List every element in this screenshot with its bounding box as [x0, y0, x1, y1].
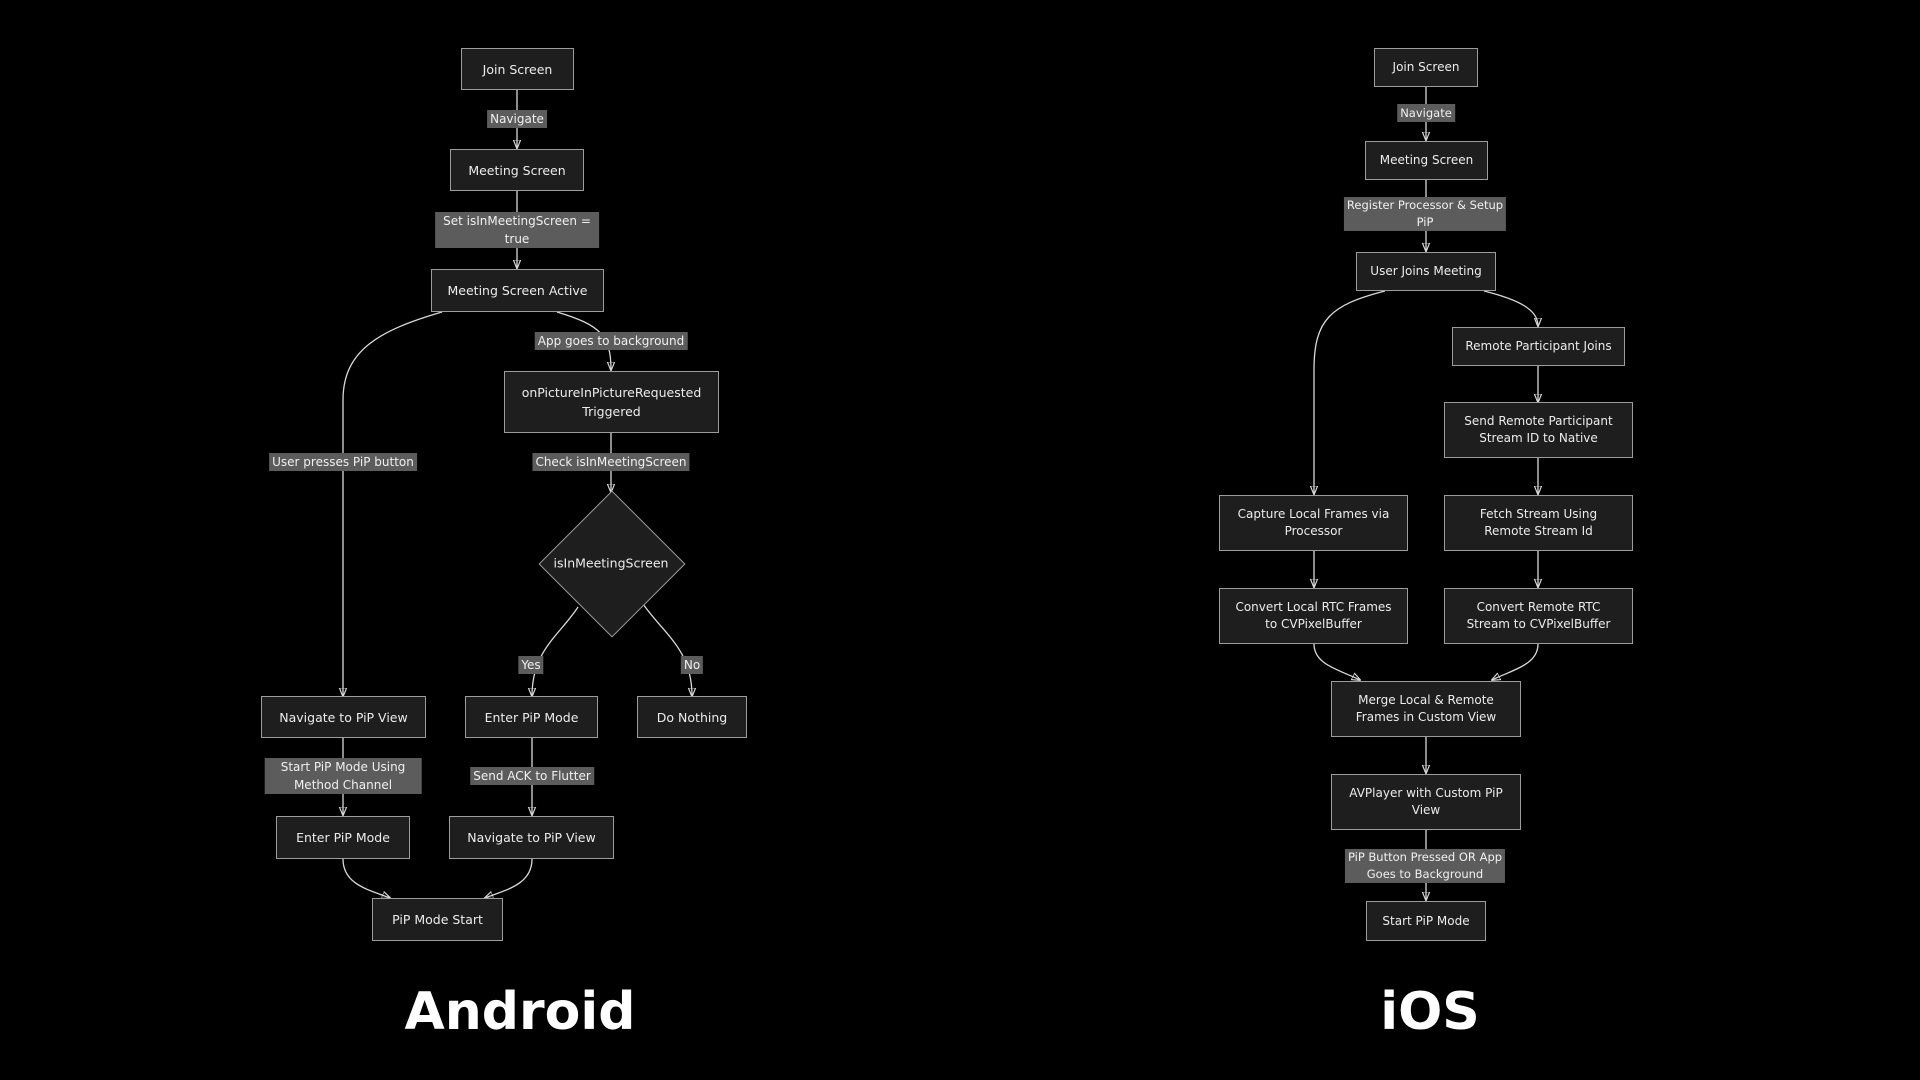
android-edge-label-set-flag: Set isInMeetingScreen = true	[435, 212, 599, 248]
edge-navmid-start	[485, 858, 533, 898]
android-edge-label-navigate: Navigate	[487, 110, 547, 128]
android-edge-label-send-ack: Send ACK to Flutter	[470, 767, 594, 785]
ios-node-meeting-screen[interactable]: Meeting Screen	[1365, 141, 1488, 180]
android-edge-label-no: No	[680, 656, 704, 674]
ios-node-convert-local[interactable]: Convert Local RTC Frames to CVPixelBuffe…	[1219, 588, 1408, 644]
android-node-do-nothing[interactable]: Do Nothing	[637, 696, 747, 738]
android-decision-label: isInMeetingScreen	[553, 555, 669, 571]
ios-edge-user-capture	[1314, 290, 1386, 494]
ios-edge-label-pip-pressed: PiP Button Pressed OR App Goes to Backgr…	[1344, 849, 1506, 883]
ios-node-capture-local[interactable]: Capture Local Frames via Processor	[1219, 495, 1408, 551]
android-edge-label-background: App goes to background	[534, 332, 688, 350]
ios-edge-user-remote	[1483, 290, 1538, 326]
ios-edge-label-navigate: Navigate	[1397, 104, 1455, 122]
ios-edge-label-register: Register Processor & Setup PiP	[1343, 197, 1507, 231]
ios-node-join-screen[interactable]: Join Screen	[1374, 48, 1478, 87]
android-section-title: Android	[404, 982, 636, 1042]
ios-node-send-remote[interactable]: Send Remote Participant Stream ID to Nat…	[1444, 402, 1633, 458]
android-node-enter-pip-mid[interactable]: Enter PiP Mode	[465, 696, 598, 738]
android-node-enter-pip-left[interactable]: Enter PiP Mode	[276, 816, 410, 859]
android-node-pip-start[interactable]: PiP Mode Start	[372, 898, 503, 941]
edge-enterleft-start	[342, 858, 390, 898]
ios-node-start-pip[interactable]: Start PiP Mode	[1366, 901, 1486, 941]
ios-edge-convertr-merge	[1492, 643, 1539, 680]
ios-node-remote-joins[interactable]: Remote Participant Joins	[1452, 327, 1625, 366]
android-node-join-screen[interactable]: Join Screen	[461, 48, 574, 90]
android-node-navigate-pip-mid[interactable]: Navigate to PiP View	[449, 816, 614, 859]
ios-section-title: iOS	[1380, 982, 1480, 1042]
ios-node-avplayer[interactable]: AVPlayer with Custom PiP View	[1331, 774, 1521, 830]
ios-edge-convertl-merge	[1313, 643, 1360, 680]
edge-decision-no	[642, 603, 692, 696]
android-edge-label-yes: Yes	[518, 656, 544, 674]
android-node-meeting-screen[interactable]: Meeting Screen	[450, 149, 584, 191]
ios-node-convert-remote[interactable]: Convert Remote RTC Stream to CVPixelBuff…	[1444, 588, 1633, 644]
android-node-navigate-pip-left[interactable]: Navigate to PiP View	[261, 696, 426, 738]
ios-node-user-joins[interactable]: User Joins Meeting	[1356, 252, 1496, 291]
edge-active-pipview	[343, 311, 443, 696]
edge-decision-yes	[532, 606, 579, 696]
ios-node-merge-frames[interactable]: Merge Local & Remote Frames in Custom Vi…	[1331, 681, 1521, 737]
android-node-onpip-requested[interactable]: onPictureInPictureRequested Triggered	[504, 371, 719, 433]
android-edge-label-user-press: User presses PiP button	[269, 453, 417, 471]
android-node-meeting-active[interactable]: Meeting Screen Active	[431, 269, 604, 312]
ios-node-fetch-stream[interactable]: Fetch Stream Using Remote Stream Id	[1444, 495, 1633, 551]
android-edge-label-check: Check isInMeetingScreen	[532, 453, 690, 471]
android-edge-label-start-method: Start PiP Mode Using Method Channel	[264, 758, 422, 794]
